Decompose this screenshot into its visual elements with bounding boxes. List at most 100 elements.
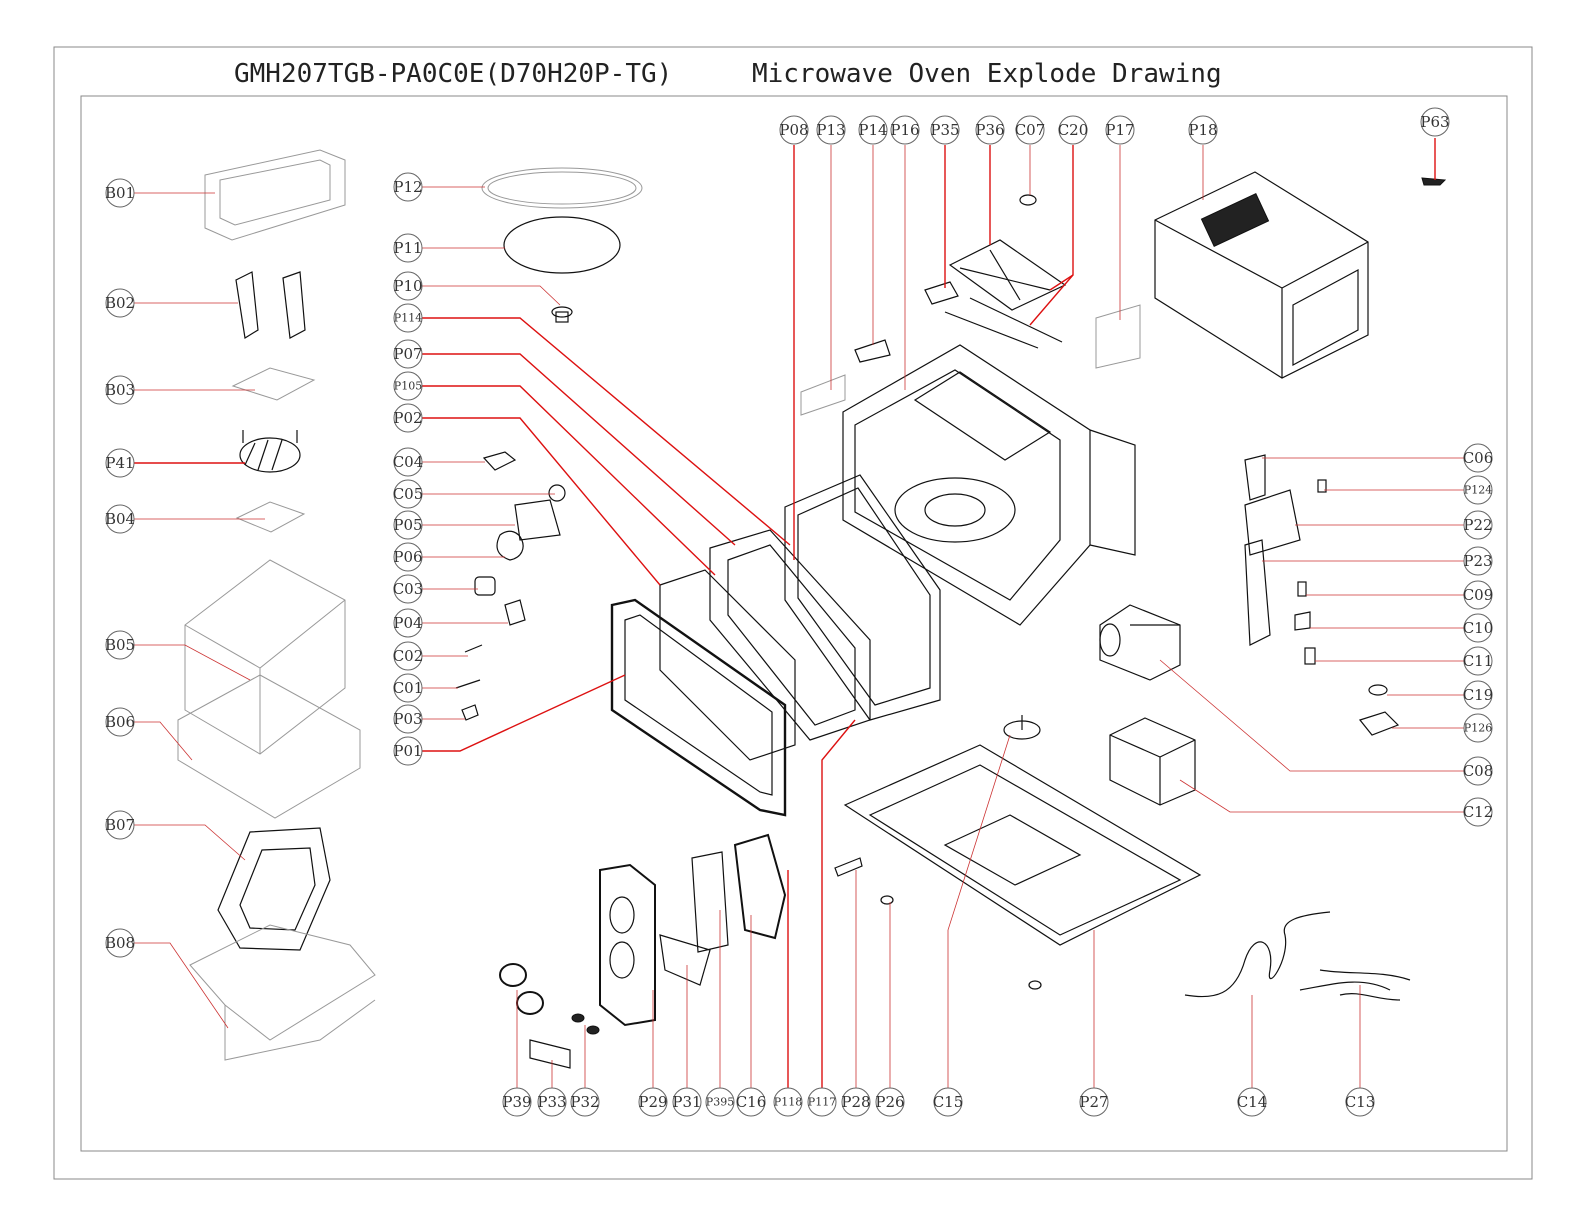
- callout-b01: B01: [105, 178, 135, 208]
- callout-c03: C03: [393, 574, 423, 604]
- p23-switch-bracket: [1244, 539, 1271, 646]
- callout-c12: C12: [1463, 797, 1494, 827]
- svg-text:B03: B03: [105, 381, 135, 399]
- callout-c14: C14: [1237, 1087, 1267, 1117]
- p14-bracket: [854, 339, 891, 363]
- svg-text:C01: C01: [393, 679, 424, 697]
- callout-c07: C07: [1015, 115, 1045, 145]
- p22-bracket: [1244, 489, 1301, 556]
- callout-p11: P11: [393, 233, 423, 263]
- svg-text:P04: P04: [393, 614, 422, 632]
- c07-thermostat: [1019, 194, 1037, 206]
- svg-text:C04: C04: [393, 453, 424, 471]
- callout-c06: C06: [1463, 443, 1493, 473]
- p08-door-frame: [784, 474, 941, 721]
- svg-text:B07: B07: [105, 816, 135, 834]
- p07-door-inner: [709, 529, 871, 741]
- svg-text:B02: B02: [105, 294, 135, 312]
- c19-thermostat: [1368, 684, 1388, 696]
- svg-text:B06: B06: [105, 713, 135, 731]
- callout-c19: C19: [1463, 680, 1494, 710]
- callout-p41: P41: [105, 448, 135, 478]
- callout-p35: P35: [930, 115, 960, 145]
- svg-text:P02: P02: [393, 409, 422, 427]
- p29-control-panel: [599, 863, 656, 1027]
- callout-c10: C10: [1463, 613, 1493, 643]
- svg-text:P18: P18: [1188, 121, 1217, 139]
- inner-frame: [80, 95, 1508, 1152]
- svg-text:C02: C02: [393, 647, 424, 665]
- svg-text:C15: C15: [933, 1093, 964, 1111]
- callout-p395: P395: [705, 1087, 735, 1117]
- callout-p10: P10: [393, 271, 423, 301]
- p11-roller-ring: [503, 216, 621, 274]
- c14-power-cord: [1184, 911, 1331, 998]
- callout-b05: B05: [105, 630, 135, 660]
- model-title: GMH207TGB-PA0C0E(D70H20P-TG): [234, 59, 672, 89]
- b01-packing-top: [204, 149, 346, 241]
- svg-text:C19: C19: [1463, 686, 1494, 704]
- callout-p06: P06: [393, 542, 423, 572]
- callout-p118: P118: [773, 1087, 803, 1117]
- callout-p36: P36: [975, 115, 1005, 145]
- svg-text:C05: C05: [393, 485, 424, 503]
- c08-magnetron: [1099, 604, 1181, 681]
- svg-text:P13: P13: [816, 121, 845, 139]
- svg-text:C12: C12: [1463, 803, 1494, 821]
- svg-text:P05: P05: [393, 516, 422, 534]
- p16-cavity: [842, 344, 1136, 626]
- callout-c09: C09: [1463, 580, 1493, 610]
- c13-wire-harness: [1299, 969, 1411, 1001]
- callout-p32: P32: [570, 1087, 600, 1117]
- b02-corner-pads: [235, 271, 306, 339]
- c20-heater-2: [969, 297, 1063, 343]
- p04-bracket: [504, 599, 526, 626]
- callout-b04: B04: [105, 504, 135, 534]
- callout-p17: P17: [1105, 115, 1135, 145]
- callout-p04: P04: [393, 608, 423, 638]
- c04-component: [482, 451, 517, 471]
- p03-lamp: [461, 704, 479, 721]
- p33-button: [529, 1039, 571, 1069]
- callout-b06: B06: [105, 707, 135, 737]
- p26-foot-2: [1028, 980, 1042, 990]
- p17-plate: [1095, 304, 1141, 369]
- p124-clip: [1317, 479, 1327, 493]
- p26-foot: [880, 895, 894, 905]
- c10-switch: [1294, 611, 1311, 631]
- callout-p117: P117: [807, 1087, 837, 1117]
- callout-c20: C20: [1058, 115, 1088, 145]
- callout-c16: C16: [736, 1087, 766, 1117]
- svg-text:P39: P39: [502, 1093, 531, 1111]
- svg-text:C08: C08: [1463, 762, 1494, 780]
- callout-b08: B08: [105, 928, 135, 958]
- callout-p07: P07: [393, 339, 423, 369]
- svg-text:B04: B04: [105, 510, 135, 528]
- svg-text:P08: P08: [779, 121, 808, 139]
- p01-door-panel: [610, 598, 787, 817]
- svg-text:P11: P11: [393, 239, 422, 257]
- callout-p05: P05: [393, 510, 423, 540]
- callout-p63: P63: [1420, 107, 1450, 137]
- callout-p33: P33: [537, 1087, 567, 1117]
- p31-bracket: [659, 934, 711, 986]
- svg-text:P114: P114: [394, 312, 422, 325]
- p12-glass-tray: [481, 167, 643, 209]
- callout-p03: P03: [393, 704, 423, 734]
- svg-text:C11: C11: [1463, 652, 1494, 670]
- svg-text:P32: P32: [570, 1093, 599, 1111]
- drawing-title: Microwave Oven Explode Drawing: [752, 59, 1222, 89]
- callout-c15: C15: [933, 1087, 964, 1117]
- svg-text:P07: P07: [393, 345, 422, 363]
- svg-text:P126: P126: [1464, 722, 1492, 735]
- callout-b02: B02: [105, 288, 135, 318]
- c05-motor: [548, 484, 566, 502]
- callout-c11: C11: [1463, 646, 1494, 676]
- p06-fan: [496, 530, 524, 561]
- p63-screw: [1421, 177, 1447, 186]
- callout-p39: P39: [502, 1087, 532, 1117]
- svg-text:P12: P12: [393, 178, 422, 196]
- svg-text:P10: P10: [393, 277, 422, 295]
- c11-switch: [1304, 647, 1316, 665]
